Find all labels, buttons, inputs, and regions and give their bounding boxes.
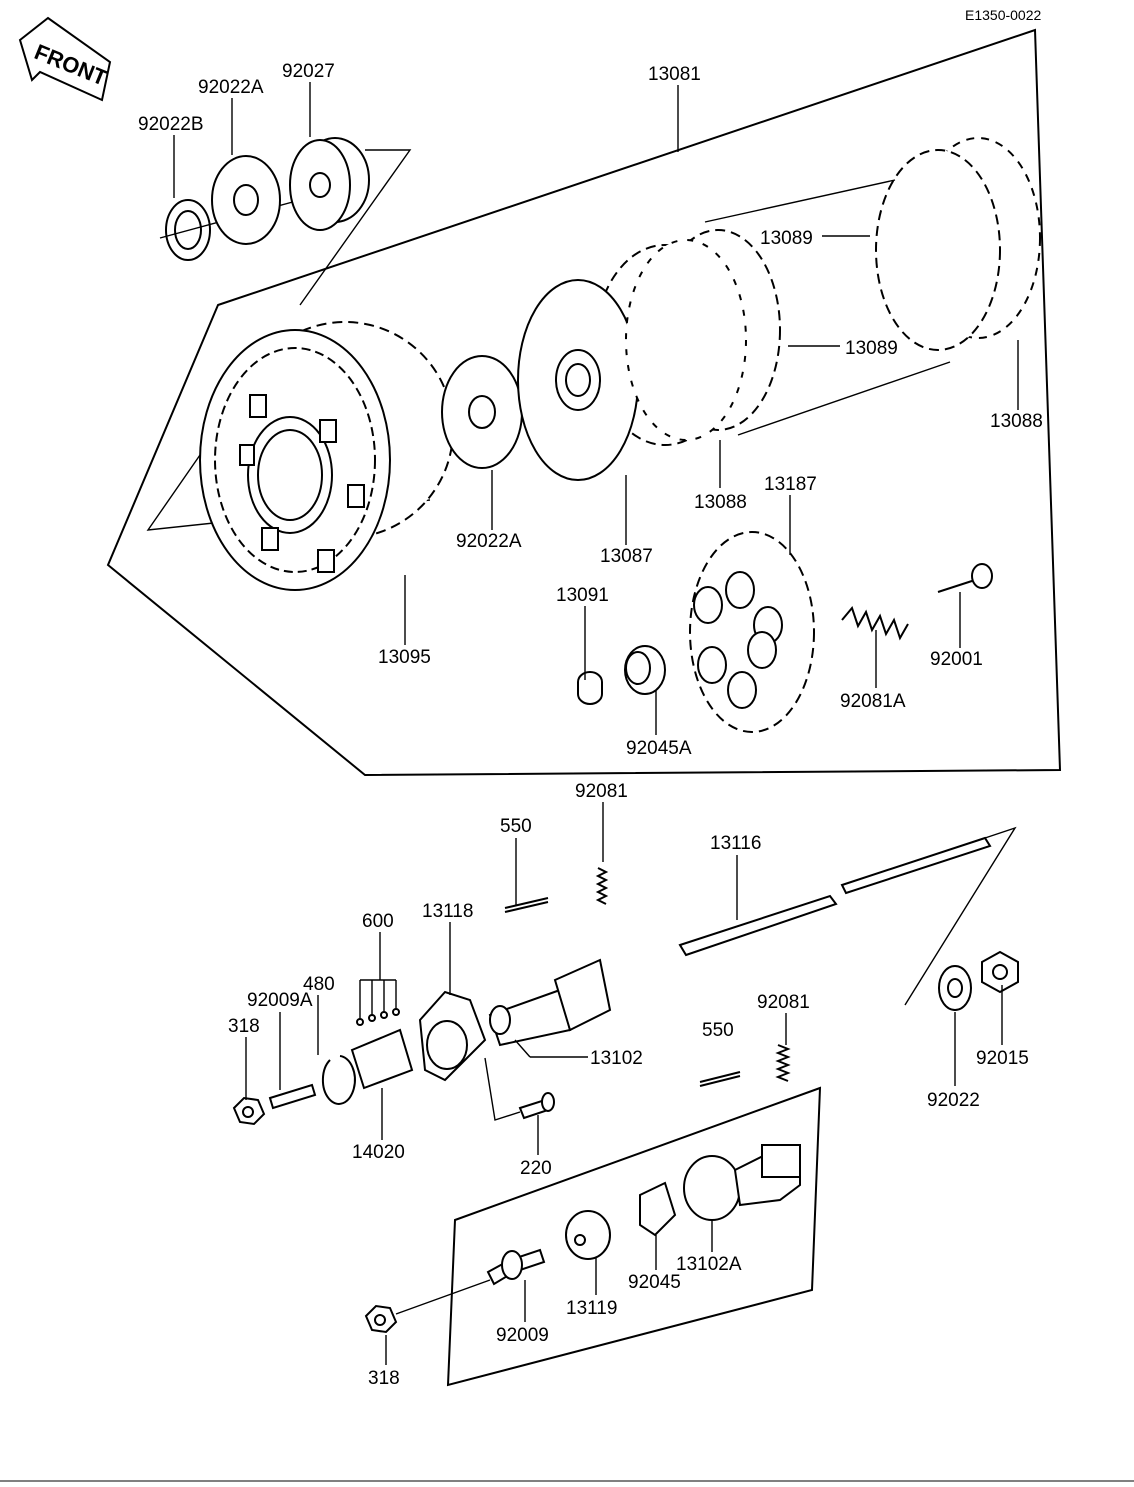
lower-assembly-outline [446,1086,822,1387]
front-label: FRONT [31,39,111,91]
leader-lines [173,82,1019,1365]
nut-318-left [232,1096,266,1126]
washer-92022A-top [211,155,281,245]
screw-220 [484,1057,555,1121]
adjuster-92009 [486,1248,546,1286]
label-550-top: 550 [500,816,532,837]
plate-stack-13088-13089 [704,137,1041,436]
label-92022B: 92022B [138,114,204,135]
front-arrow: FRONT [18,16,111,102]
label-13089-b: 13089 [845,338,898,359]
label-13087: 13087 [600,546,653,567]
label-13088-a: 13088 [990,411,1043,432]
label-13116: 13116 [710,833,761,854]
pushrod-cap-13091 [577,671,603,705]
label-92022A-mid: 92022A [456,531,522,552]
label-318-left: 318 [228,1016,260,1037]
nut-92015 [981,950,1019,994]
steel-plate-13088 [625,239,747,441]
washer-92022A-mid [441,355,523,469]
label-13095: 13095 [378,647,431,668]
label-13089-a: 13089 [760,228,813,249]
label-92081-top: 92081 [575,781,628,802]
part-labels: 13081 92027 92022A 92022B 13089 13089 13… [138,61,1043,1389]
pressure-plate-13187 [689,531,815,733]
label-13088-b: 13088 [694,492,747,513]
bearing-92045A [624,645,666,695]
label-13187: 13187 [764,474,817,495]
circlip-480 [321,1055,356,1105]
label-550-lower: 550 [702,1020,734,1041]
label-14020: 14020 [352,1142,405,1163]
label-600: 600 [362,911,394,932]
bolt-92001 [937,563,993,593]
label-92022: 92022 [927,1090,980,1111]
cotter-pin-550-lower [699,1071,741,1087]
label-13102A: 13102A [676,1254,742,1275]
label-13081: 13081 [648,64,701,85]
pins-600 [356,979,400,1026]
lever-13102A [683,1144,801,1221]
label-92009A: 92009A [247,990,313,1011]
screw-92009A [268,1083,317,1110]
label-92009: 92009 [496,1325,549,1346]
spring-92081-top [595,867,609,905]
release-shaft-13102 [488,958,612,1047]
bearing-14020 [350,1028,414,1090]
label-480: 480 [303,974,335,995]
label-13119: 13119 [566,1298,617,1319]
label-92045A: 92045A [626,738,692,759]
pushrod-13116 [678,826,1017,1006]
spring-92081-lower [775,1044,791,1082]
washer-92022B [159,199,301,261]
spring-92081A [841,605,909,641]
label-13102: 13102 [590,1048,643,1069]
label-13091: 13091 [556,585,609,606]
label-220: 220 [520,1158,552,1179]
spacer-92027 [289,137,370,231]
label-92022A-top: 92022A [198,77,264,98]
label-92027: 92027 [282,61,335,82]
label-92045: 92045 [628,1272,681,1293]
nut-318-bottom [364,1279,491,1334]
drawing-code: E1350-0022 [965,7,1042,23]
label-92081A: 92081A [840,691,906,712]
label-92001: 92001 [930,649,983,670]
cotter-pin-550-top [504,897,549,913]
label-92015: 92015 [976,1048,1029,1069]
holder-13118 [418,990,487,1082]
label-13118: 13118 [422,901,473,922]
cam-plate-13119 [565,1210,611,1260]
label-318-bottom: 318 [368,1368,400,1389]
label-92081-lower: 92081 [757,992,810,1013]
cam-92045 [639,1181,677,1237]
clutch-housing-gear-13095 [199,321,454,591]
washer-92022 [938,965,972,1011]
